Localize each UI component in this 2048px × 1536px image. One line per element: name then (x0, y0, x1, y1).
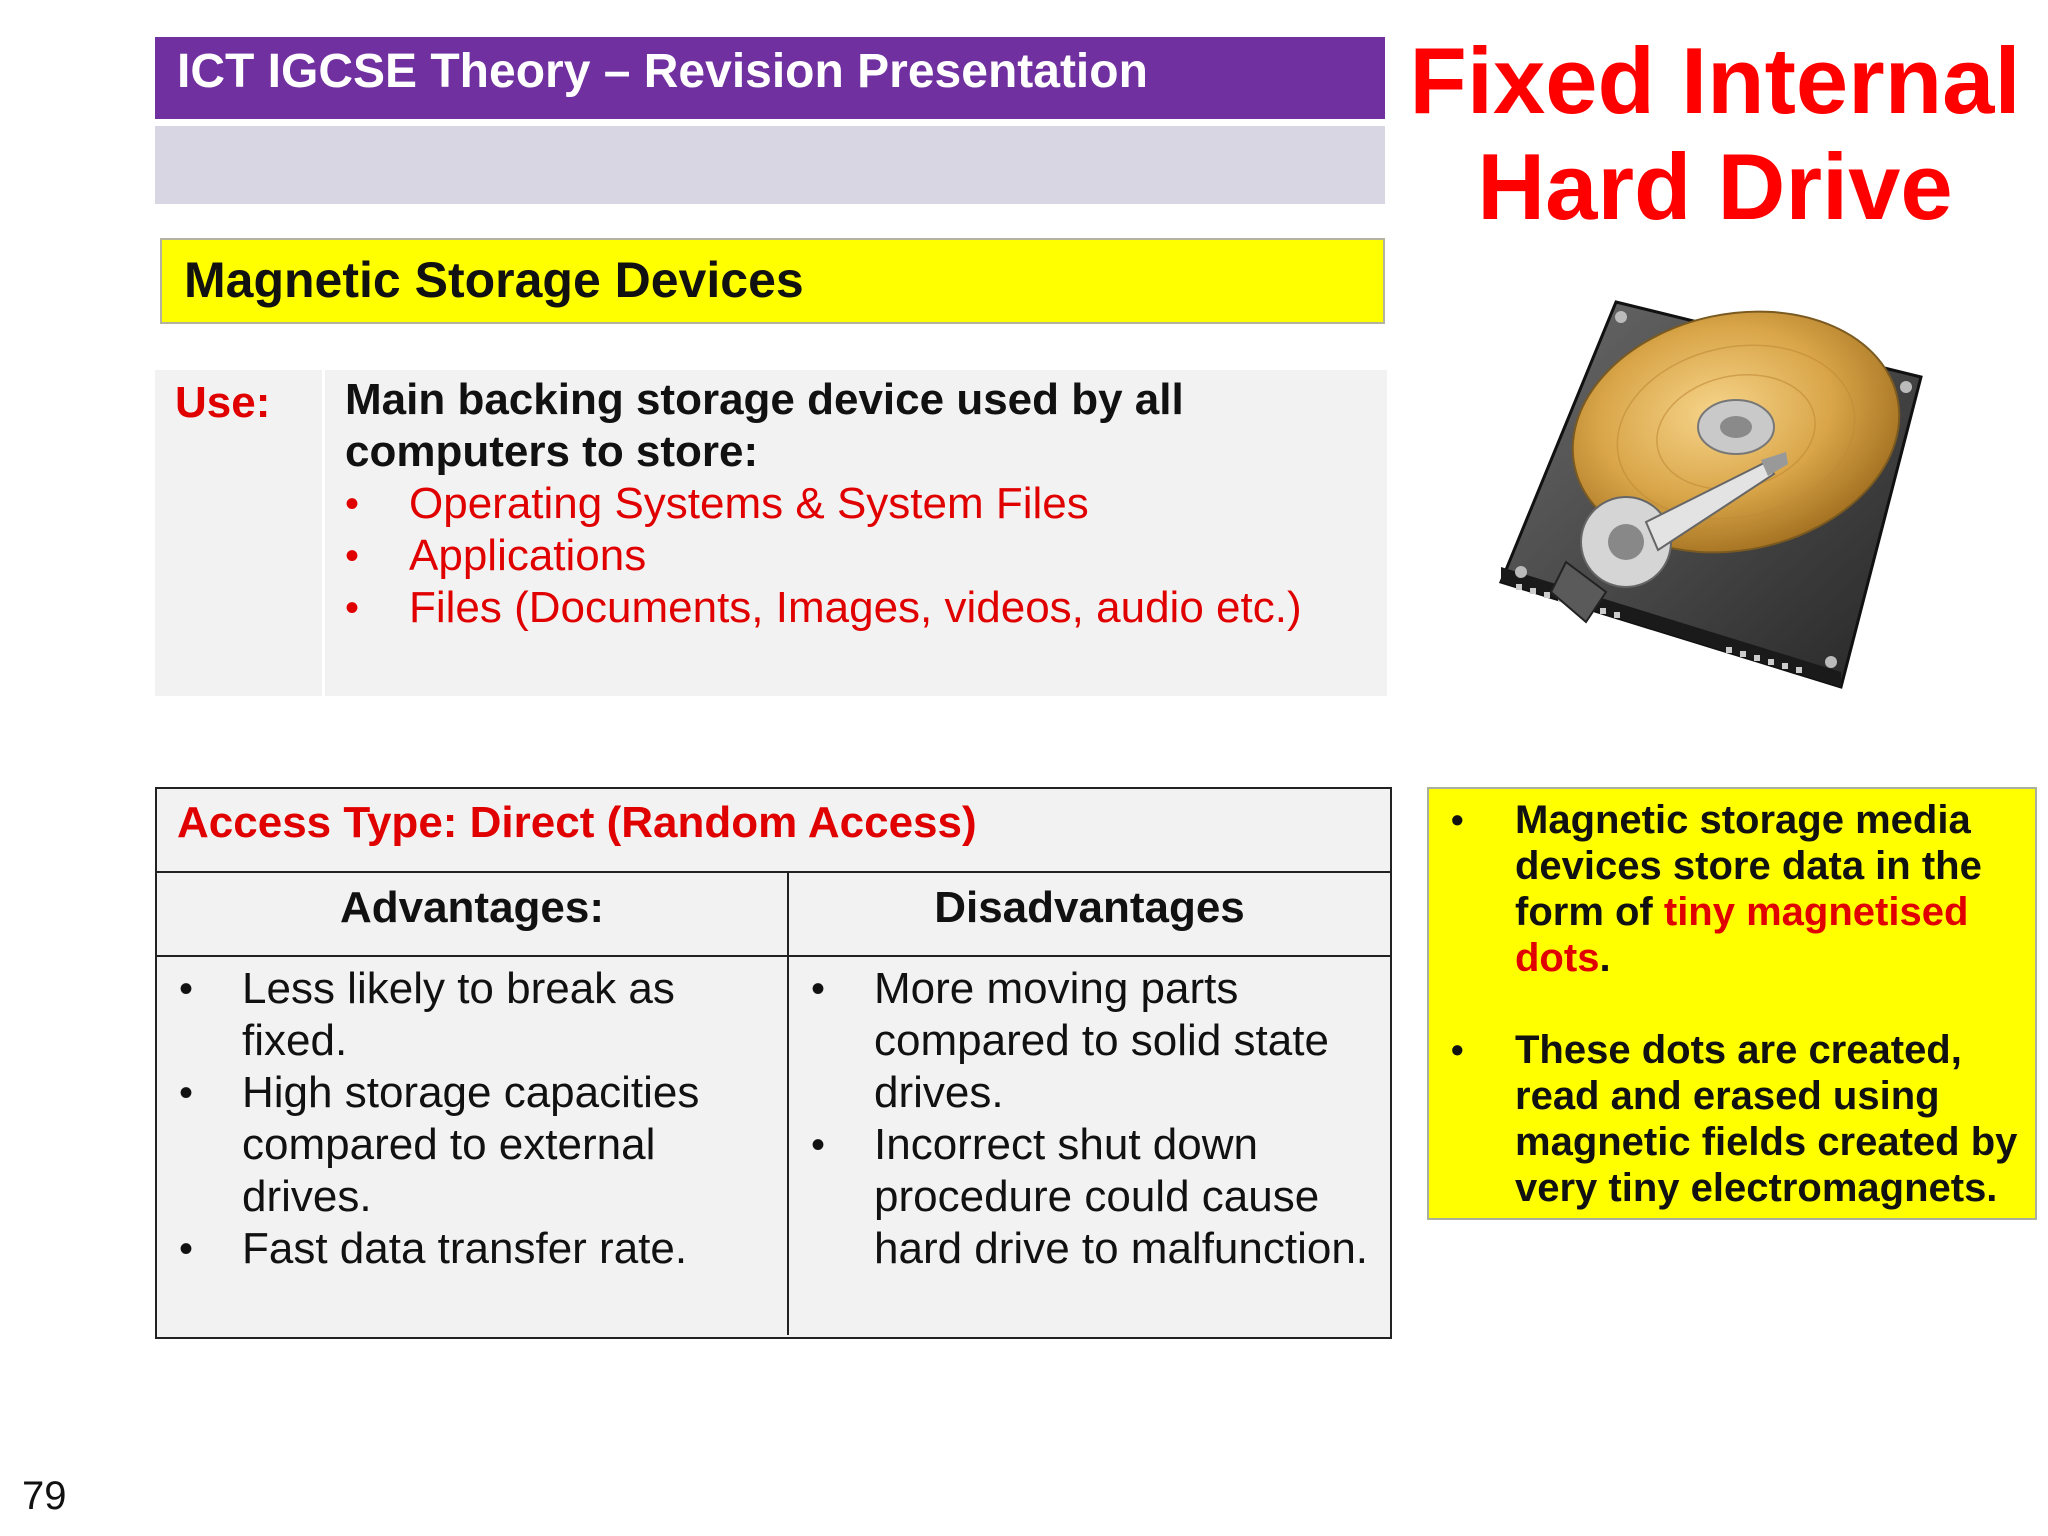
disadvantages-header: Disadvantages (934, 883, 1245, 932)
disadvantages-cell: More moving parts compared to solid stat… (789, 957, 1390, 1335)
use-lead: Main backing storage device used by all … (345, 375, 1184, 476)
list-item: Fast data transfer rate. (157, 1223, 787, 1275)
hard-drive-image (1498, 300, 1923, 689)
list-item: Applications (345, 530, 1387, 582)
access-table: Access Type: Direct (Random Access) Adva… (155, 787, 1392, 1339)
use-label: Use: (155, 370, 325, 696)
list-item: Less likely to break as fixed. (157, 963, 787, 1067)
header-sub-bar (155, 126, 1385, 204)
page-number: 79 (22, 1474, 67, 1518)
list-item: Operating Systems & System Files (345, 478, 1387, 530)
section-title: Magnetic Storage Devices (160, 238, 1385, 324)
list-item: High storage capacities compared to exte… (157, 1067, 787, 1223)
list-item: These dots are created, read and erased … (1429, 1027, 2025, 1211)
use-content: Main backing storage device used by all … (325, 370, 1387, 696)
list-item: Magnetic storage media devices store dat… (1429, 797, 2025, 981)
list-item: Incorrect shut down procedure could caus… (789, 1119, 1390, 1275)
advantages-cell: Less likely to break as fixed. High stor… (157, 957, 789, 1335)
disadvantages-list: More moving parts compared to solid stat… (789, 963, 1390, 1275)
use-list: Operating Systems & System Files Applica… (345, 478, 1387, 634)
note-text: Magnetic storage media devices store dat… (1515, 798, 1982, 934)
access-type-title: Access Type: Direct (Random Access) (157, 789, 1390, 873)
advantages-header: Advantages: (157, 873, 789, 955)
presentation-header: ICT IGCSE Theory – Revision Presentation (155, 37, 1385, 119)
table-body-row: Less likely to break as fixed. High stor… (157, 957, 1390, 1335)
slide-title: Fixed Internal Hard Drive (1395, 28, 2035, 240)
note-list: Magnetic storage media devices store dat… (1429, 797, 2025, 1211)
list-item: More moving parts compared to solid stat… (789, 963, 1390, 1119)
note-text: . (1599, 936, 1611, 980)
use-box: Use: Main backing storage device used by… (155, 370, 1387, 696)
list-item: Files (Documents, Images, videos, audio … (345, 582, 1387, 634)
table-header-row: Advantages: Disadvantages (157, 873, 1390, 957)
slide-title-line2: Hard Drive (1477, 134, 1953, 239)
advantages-list: Less likely to break as fixed. High stor… (157, 963, 787, 1275)
note-box: Magnetic storage media devices store dat… (1427, 787, 2037, 1220)
note-highlight: tiny magnetised dots (1515, 890, 1969, 980)
slide-title-line1: Fixed Internal (1409, 28, 2021, 133)
